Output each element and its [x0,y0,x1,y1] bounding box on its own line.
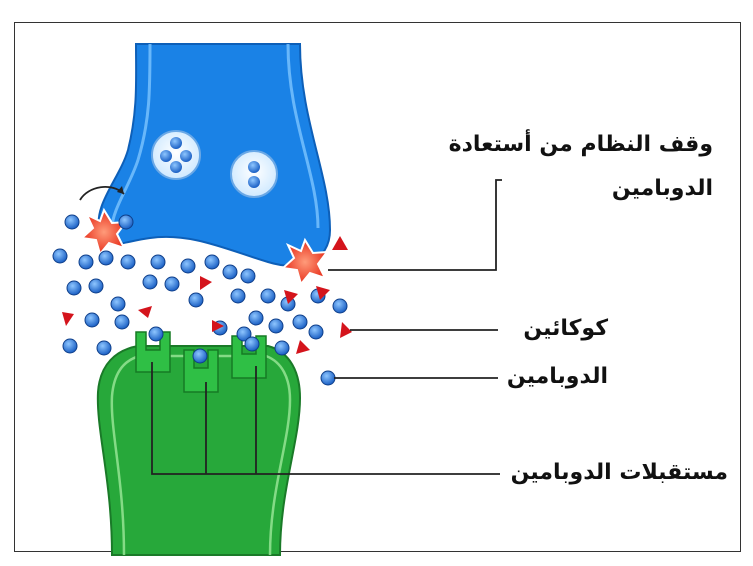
presynaptic-membrane-highlight [110,43,152,229]
cocaine-molecule [62,312,74,326]
dopamine-molecule [114,314,130,330]
dopamine-molecule [204,254,220,270]
dopamine-molecule [150,254,166,270]
label-cocaine: كوكائين [523,316,608,341]
figure-frame [14,22,741,552]
dopamine-molecule [222,264,238,280]
dopamine-molecule [320,370,336,386]
leader-line-receptors [151,362,500,475]
dopamine-molecule [98,250,114,266]
dopamine-molecule [274,340,290,356]
dopamine-molecule [332,298,348,314]
dopamine-molecule [180,258,196,274]
dopamine-molecule [260,288,276,304]
dopamine-molecule [248,310,264,326]
dopamine-molecule [240,268,256,284]
dopamine-molecule [142,274,158,290]
leader-line-reuptake [328,179,502,271]
cocaine-molecule [138,306,152,318]
dopamine-molecule [64,214,80,230]
cocaine-molecule [200,276,212,290]
dopamine-molecule [292,314,308,330]
postsynaptic-terminal [96,345,302,556]
dopamine-molecule [78,254,94,270]
dopamine-molecule [236,326,252,342]
dopamine-molecule [308,324,324,340]
cocaine-molecule [296,340,310,354]
cocaine-molecule [284,290,298,304]
dopamine-molecule [120,254,136,270]
cocaine-molecule [212,320,224,332]
dopamine-molecule [118,214,134,230]
dopamine-transporter [280,237,330,287]
dopamine-molecule [52,248,68,264]
dopamine-molecule [66,280,82,296]
label-dopamine: الدوبامين [506,364,608,389]
dopamine-molecule [84,312,100,328]
dopamine-molecule [88,278,104,294]
dopamine-molecule [164,276,180,292]
dopamine-molecule [96,340,112,356]
dopamine-molecule [188,292,204,308]
dopamine-molecule [192,348,208,364]
presynaptic-terminal [97,43,332,267]
dopamine-molecule [244,336,260,352]
dopamine-molecule [230,288,246,304]
dopamine-molecule [110,296,126,312]
cocaine-molecule [316,286,330,300]
dopamine-molecule [268,318,284,334]
label-reuptake-line1: وقف النظام من أستعادة [448,132,713,157]
vesicle [230,150,278,198]
dopamine-molecule [148,326,164,342]
label-dopamine-receptors: مستقبلات الدوبامين [510,460,728,485]
label-reuptake-line2: الدوبامين [611,176,713,201]
cocaine-molecule [332,236,348,250]
cocaine-molecule [340,322,352,338]
vesicle [151,130,201,180]
dopamine-molecule [62,338,78,354]
